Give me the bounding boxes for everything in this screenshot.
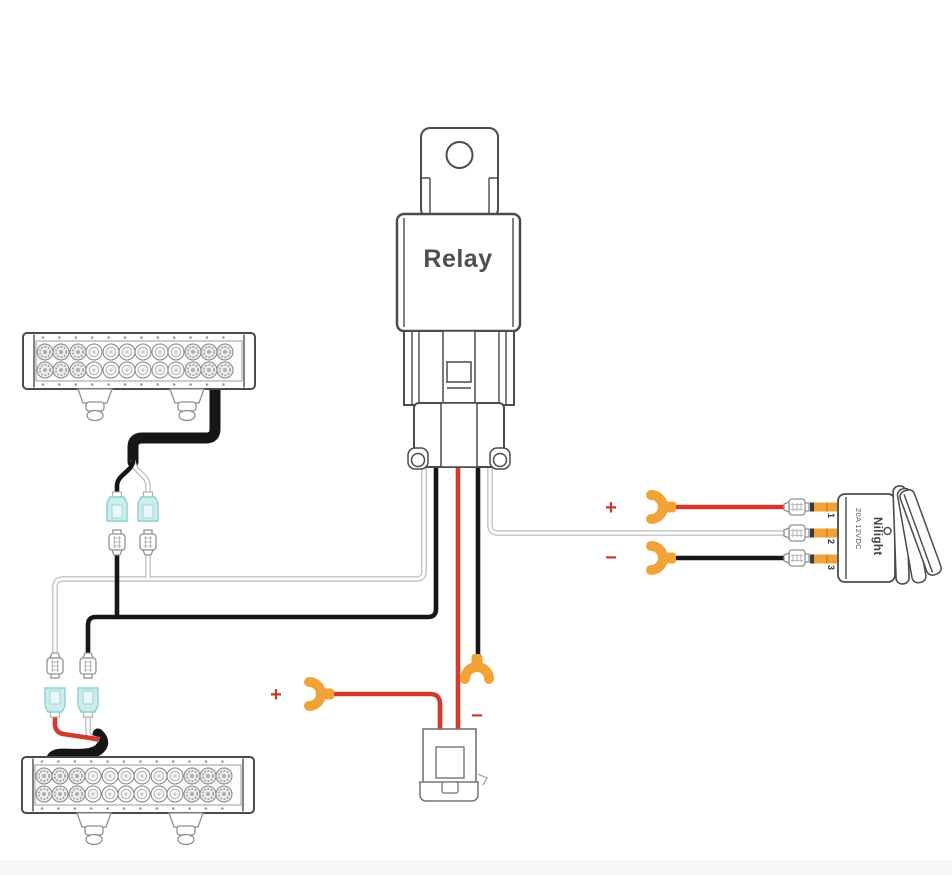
switch-pilot-dot: [883, 526, 892, 536]
wire-bottom-bar-split-red: [52, 714, 100, 742]
fork-terminal-battery-negative: [465, 654, 489, 679]
wire-relay-to-bars-black: [85, 465, 439, 655]
switch-negative-marker: −: [605, 547, 617, 569]
wire-relay-to-switch-white: [488, 468, 788, 535]
switch-positive-marker: +: [605, 497, 617, 519]
relay-mounting-hole: [445, 141, 474, 169]
relay-label: Relay: [423, 245, 492, 273]
top-bar-connectors: [106, 491, 159, 556]
footer-strip: [0, 861, 952, 875]
switch-terminal-1: [810, 502, 840, 512]
fork-terminal-switch-positive: [651, 495, 676, 519]
fuse-holder: [419, 728, 488, 802]
switch-rocker: [892, 485, 942, 585]
relay: Relay: [395, 127, 522, 470]
wire-top-bar-cable: [127, 384, 221, 468]
switch-rating-label: 20A 12VDC: [854, 508, 863, 550]
switch-terminal-3: [810, 554, 840, 564]
light-bar-bottom: [22, 757, 254, 845]
fork-terminal-switch-negative: [651, 546, 676, 570]
wire-battery-to-fuse-red: [327, 691, 443, 735]
battery-positive-marker: +: [270, 684, 282, 706]
switch-connectors: [783, 498, 810, 567]
wire-top-bar-split-black: [114, 457, 136, 498]
switch-terminal-1-label: 1: [826, 513, 836, 518]
switch-terminal-3-label: 3: [826, 565, 836, 570]
battery-negative-marker: −: [471, 705, 483, 727]
relay-base: [403, 330, 515, 406]
wire-bottom-bar-cable: [45, 728, 109, 767]
switch-terminal-2-label: 2: [826, 539, 836, 544]
switch-terminal-2: [810, 528, 840, 538]
wire-relay-to-bars-white: [53, 468, 426, 652]
rocker-switch: 1 2 3 20A 12VDC Nilight: [810, 485, 942, 585]
relay-socket: [407, 402, 511, 470]
fork-terminal-battery-positive: [309, 682, 334, 706]
bottom-bar-connectors: [44, 652, 99, 718]
switch-brand-label: Nilight: [871, 517, 883, 556]
white-wires: [52, 459, 788, 743]
